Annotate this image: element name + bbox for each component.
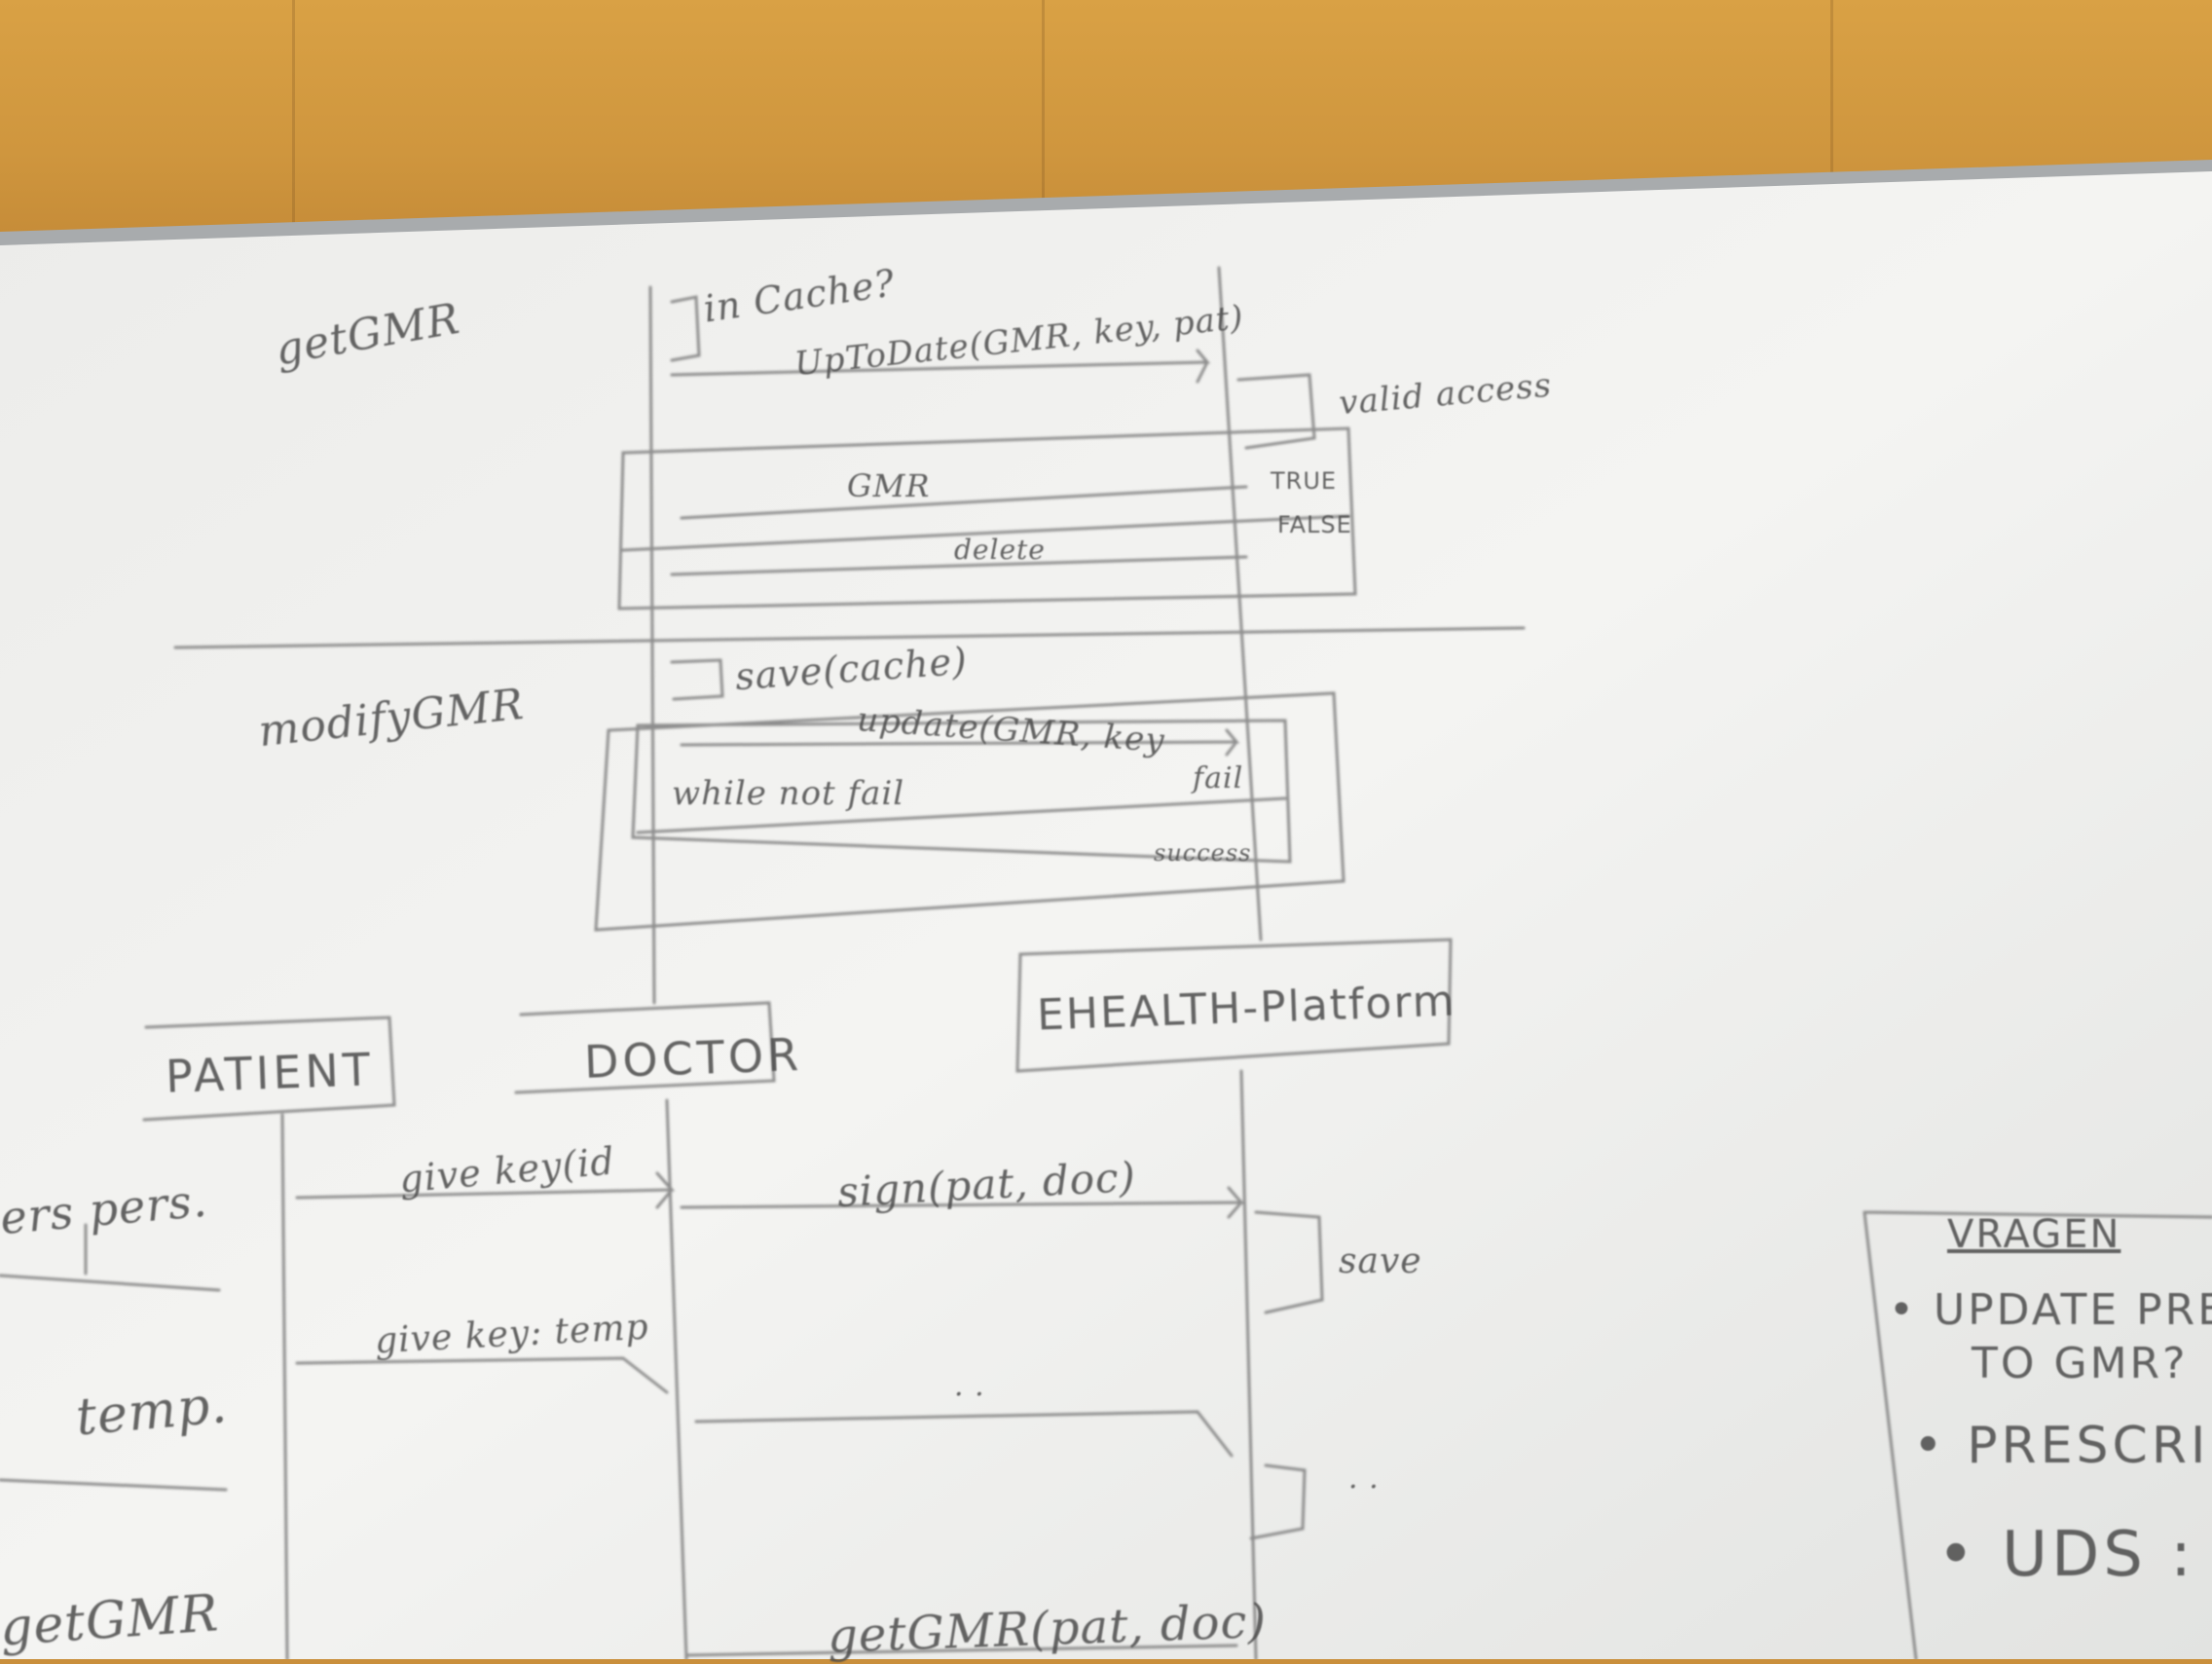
actor-doctor: DOCTOR xyxy=(583,1028,803,1089)
wall-seam xyxy=(292,0,295,243)
question-3: • UDS : xyxy=(1937,1519,2195,1591)
alt-box xyxy=(617,426,1357,610)
arrow-save-cache xyxy=(670,658,724,701)
left-underline-pers xyxy=(0,1274,221,1292)
arrow-save xyxy=(1254,1210,1324,1314)
platform-actor-box xyxy=(1015,938,1453,1073)
questions-box xyxy=(1862,1210,2212,1659)
loop-inner-divider xyxy=(636,796,1287,834)
label-true: TRUE xyxy=(1271,467,1338,495)
wall-seam xyxy=(1042,0,1045,243)
board-surface xyxy=(0,167,2212,1659)
doctor-actor-box xyxy=(514,1001,776,1094)
arrow-self-dots xyxy=(1249,1463,1307,1540)
question-1-line-2: TO GMR? xyxy=(1972,1339,2189,1388)
label-false: FALSE xyxy=(1277,511,1352,538)
arrow-get-gmr-bottom xyxy=(684,1644,1238,1657)
section-divider xyxy=(173,626,1526,649)
message-gmr: GMR xyxy=(847,467,931,504)
loop-box-outer xyxy=(594,691,1346,932)
board-frame-top xyxy=(0,160,2212,245)
lifeline-platform-top xyxy=(1217,266,1263,942)
actor-patient: PATIENT xyxy=(165,1043,375,1103)
arrow-gmr xyxy=(680,485,1248,520)
lifeline-doctor-top xyxy=(648,285,656,1005)
message-fail: fail xyxy=(1193,761,1244,795)
arrow-in-cache xyxy=(670,295,701,362)
arrow-valid-access xyxy=(1236,373,1316,450)
arrow-sign xyxy=(680,1186,1245,1219)
message-save: save xyxy=(1339,1241,1422,1281)
loop-box-inner xyxy=(631,719,1292,864)
message-dots-2: · · xyxy=(1348,1470,1380,1504)
arrow-uptodate xyxy=(670,349,1211,384)
lifeline-patient xyxy=(280,1113,289,1659)
message-dots-1: · · xyxy=(954,1378,985,1412)
lifeline-platform xyxy=(1239,1069,1258,1659)
arrow-delete xyxy=(670,555,1248,576)
patient-actor-box xyxy=(142,1016,396,1122)
arrow-dots xyxy=(694,1410,1234,1458)
arrow-give-key-temp xyxy=(295,1356,669,1394)
arrow-give-key-id xyxy=(295,1171,676,1209)
question-2: • PRESCRIPT xyxy=(1913,1417,2212,1475)
message-delete: delete xyxy=(954,534,1046,566)
questions-title: VRAGEN xyxy=(1947,1212,2121,1257)
left-underline-temp xyxy=(0,1478,228,1492)
wall-seam xyxy=(1830,0,1833,243)
alt-divider xyxy=(621,514,1350,552)
question-1-line-1: • UPDATE PRESC xyxy=(1889,1285,2212,1335)
message-while-not-fail: while not fail xyxy=(672,774,905,813)
arrow-update xyxy=(680,728,1240,757)
message-success: success xyxy=(1154,839,1252,867)
